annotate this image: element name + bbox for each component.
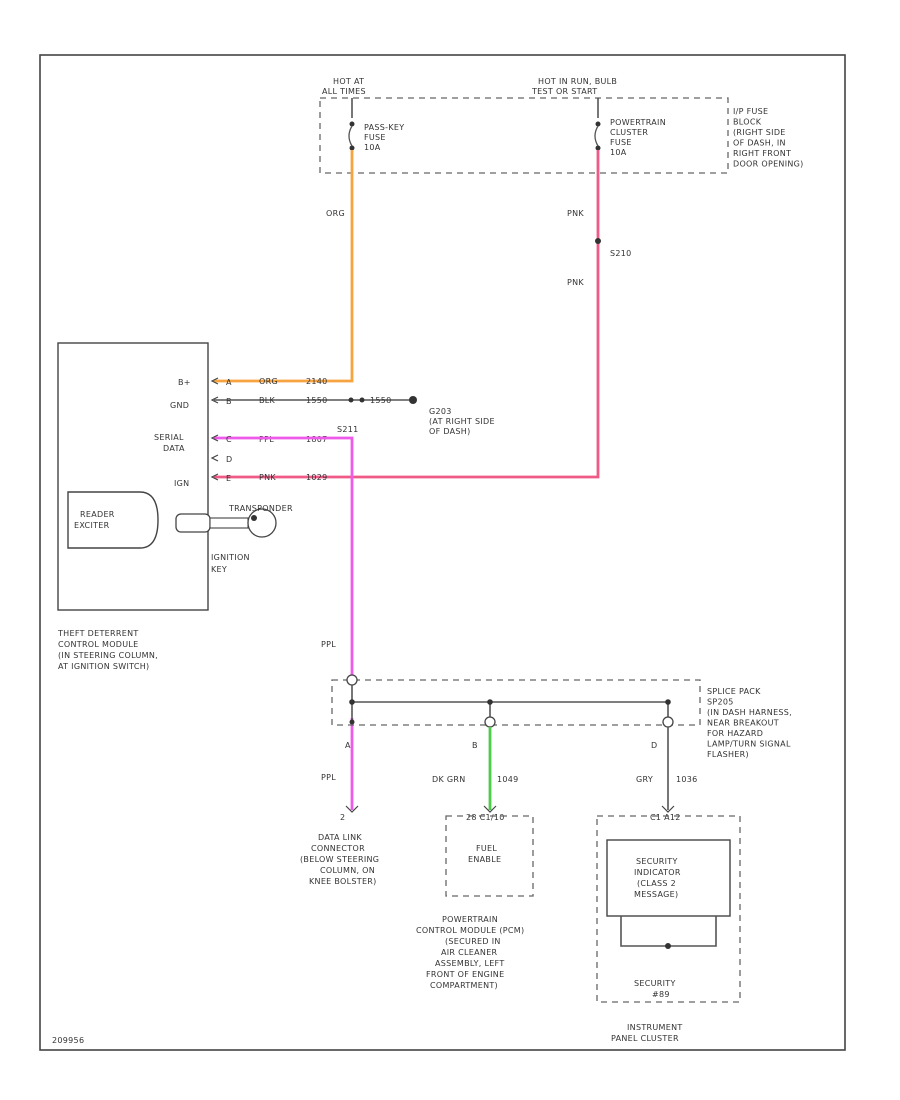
pin-label-bplus: B+ bbox=[178, 378, 191, 387]
pcm-outline bbox=[445, 815, 534, 897]
pnk-lower-label: PNK bbox=[567, 278, 584, 287]
cluster-connector-label: C1 A12 bbox=[650, 813, 681, 822]
blk-wire-inline-dot-1 bbox=[348, 397, 354, 403]
transponder-label: TRANSPONDER bbox=[228, 504, 293, 513]
fuse-1-symbol bbox=[348, 125, 353, 147]
splice-pin-b-label: B bbox=[472, 741, 478, 750]
pin-label-serial: SERIAL bbox=[154, 433, 184, 442]
splice-pin-d bbox=[662, 716, 674, 728]
pnk-upper-label: PNK bbox=[567, 209, 584, 218]
security-lamp-wiring bbox=[620, 916, 717, 947]
pcm-connector-arrow bbox=[483, 805, 497, 813]
splice-left-wire-label: PPL bbox=[321, 773, 336, 782]
pin-label-gnd: GND bbox=[170, 401, 189, 410]
transponder-body bbox=[175, 513, 211, 533]
security-lamp bbox=[665, 943, 671, 949]
ignition-key-head bbox=[247, 508, 277, 538]
pin-label-ign: IGN bbox=[174, 479, 189, 488]
dlc-connector-arrow bbox=[345, 805, 359, 813]
fuse-2-terminal-bottom bbox=[595, 145, 601, 151]
theft-deterrent-module bbox=[57, 342, 209, 611]
org-wire-label: ORG bbox=[326, 209, 345, 218]
splice-s210 bbox=[595, 238, 601, 244]
pin-letter-a: A bbox=[226, 378, 232, 387]
transponder-chip bbox=[251, 515, 257, 521]
ground-g203 bbox=[409, 396, 417, 404]
pin-label-data: DATA bbox=[163, 444, 185, 453]
pnk-wire bbox=[214, 150, 600, 479]
splice-node-mid bbox=[487, 699, 493, 705]
org-wire bbox=[214, 150, 354, 383]
security-lamp-label: SECURITY#89 bbox=[634, 979, 676, 999]
pin-letter-b: B bbox=[226, 397, 232, 406]
splice-pin-d-label: D bbox=[651, 741, 657, 750]
ppl-wire bbox=[214, 436, 354, 678]
pin-letter-d: D bbox=[226, 455, 232, 464]
splice-ppl-top-label: PPL bbox=[321, 640, 336, 649]
ignition-key-shaft bbox=[209, 517, 249, 529]
fuse-2-symbol bbox=[594, 125, 599, 147]
diagram-frame bbox=[39, 54, 846, 1051]
splice-node-left bbox=[349, 699, 355, 705]
fuse-2-terminal-top bbox=[595, 121, 601, 127]
figure-id: 209956 bbox=[52, 1036, 84, 1045]
dlc-pin-label: 2 bbox=[340, 813, 345, 822]
module-pin-arrows bbox=[210, 377, 219, 481]
splice-pin-a-label: A bbox=[345, 741, 351, 750]
security-indicator-box bbox=[606, 839, 731, 917]
splice-pin-b bbox=[484, 716, 496, 728]
splice-node-right bbox=[665, 699, 671, 705]
fuse-1-terminal-bottom bbox=[349, 145, 355, 151]
fuse-block-outline bbox=[319, 97, 729, 174]
s211-label: S211 bbox=[337, 425, 359, 434]
fuse-1-terminal-top bbox=[349, 121, 355, 127]
s210-label: S210 bbox=[610, 249, 632, 258]
reader-exciter bbox=[67, 491, 159, 549]
blk-right-circuit: 1550 bbox=[370, 396, 392, 405]
pcm-connector-label: 28 C1/10 bbox=[466, 813, 505, 822]
cluster-outline bbox=[596, 815, 741, 1003]
blk-wire-inline-dot-2 bbox=[359, 397, 365, 403]
splice-pack-outline bbox=[331, 679, 701, 726]
cluster-connector-arrow bbox=[661, 805, 675, 813]
pin-letter-c: C bbox=[226, 435, 232, 444]
splice-pin-top bbox=[346, 674, 358, 686]
pin-letter-e: E bbox=[226, 474, 231, 483]
splice-pin-a bbox=[349, 719, 355, 725]
